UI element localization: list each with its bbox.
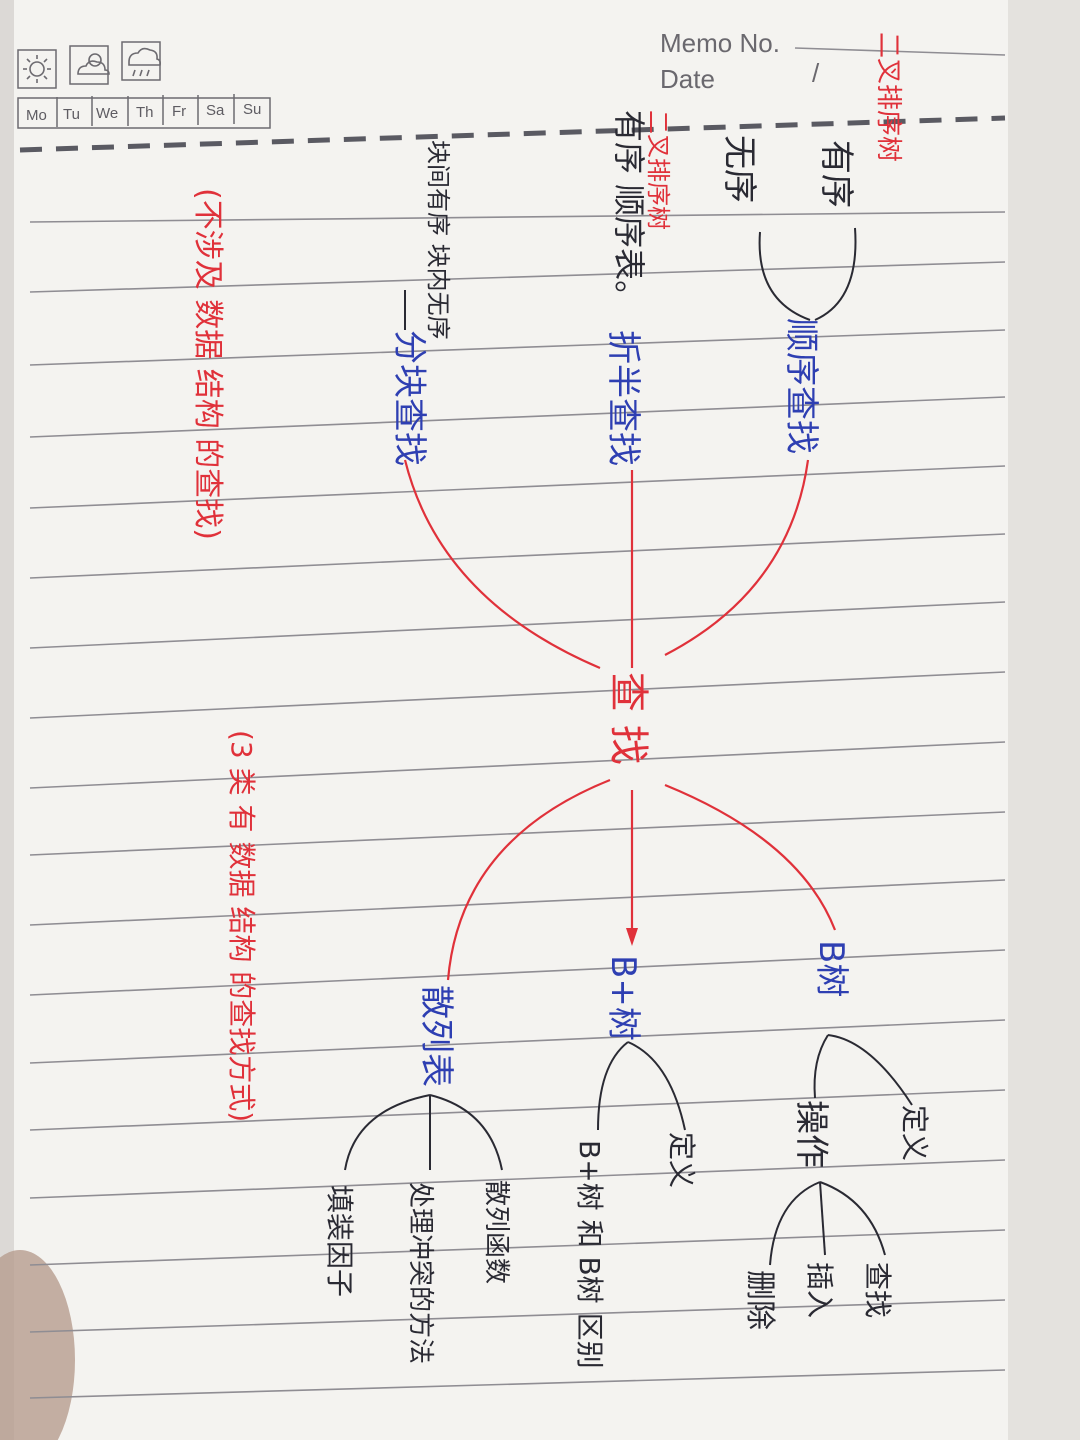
weekday-mo: Mo xyxy=(26,107,47,124)
seq-item-unordered: 无序 xyxy=(719,135,759,203)
btree-node: B树 xyxy=(811,940,851,997)
date-label: Date xyxy=(660,64,715,94)
arrow-head xyxy=(626,928,638,946)
weekday-row: Mo Tu We Th Fr Sa Su xyxy=(17,94,271,129)
btree-definition: 定义 xyxy=(898,1105,931,1161)
page-edge xyxy=(1008,0,1080,1440)
weekday-we: We xyxy=(96,105,118,122)
paper xyxy=(14,0,1080,1440)
date-separator: / xyxy=(812,58,820,88)
load-factor: 填装因子 xyxy=(323,1185,356,1297)
btree-op-insert: 插入 xyxy=(803,1262,836,1318)
rain-cloud-icon xyxy=(128,47,161,77)
right-note: (3 类 有 数据 结构 的查找方式) xyxy=(225,730,258,1122)
weekday-th: Th xyxy=(136,104,154,121)
memo-label: Memo No. xyxy=(660,28,780,58)
btree-op-search: 查找 xyxy=(861,1262,894,1318)
weekday-sa: Sa xyxy=(206,102,225,119)
bplus-definition: 定义 xyxy=(665,1132,698,1188)
block-item: 块间有序 块内无序 xyxy=(424,140,452,340)
partly-cloudy-icon xyxy=(77,53,110,75)
center-node: 查 找 xyxy=(605,672,651,765)
header-divider xyxy=(19,115,1006,153)
hash-function: 散列函数 xyxy=(481,1180,511,1284)
bst-note: 二叉排序树 xyxy=(873,32,903,162)
thumb xyxy=(0,1250,75,1440)
bplus-vs-btree: B+树 和 B树 区别 xyxy=(573,1140,606,1369)
bplus-node: B+树 xyxy=(603,955,643,1041)
weekday-su: Su xyxy=(243,101,261,118)
bst-note-2: 二叉排序树 xyxy=(644,110,672,230)
red-connectors xyxy=(403,459,837,981)
black-connectors xyxy=(344,227,913,1266)
seq-search-node: 顺序查找 xyxy=(781,318,821,454)
bin-item: 有序 顺序表。 xyxy=(610,110,648,312)
memo-line xyxy=(794,47,1006,56)
collision-handling: 处理冲突的方法 xyxy=(405,1182,435,1364)
seq-item-ordered: 有序 xyxy=(816,140,856,208)
mind-map: 查 找 二叉排序树 二叉排序树 有序 无序 顺序查找 有序 顺序表。 折半查找 … xyxy=(190,32,931,1369)
btree-op-delete: 删除 xyxy=(742,1270,777,1330)
block-search-node: 分块查找 xyxy=(389,330,429,466)
left-note: (不涉及 数据 结构 的查找) xyxy=(190,188,225,540)
ruled-lines xyxy=(29,211,1006,1399)
bin-search-node: 折半查找 xyxy=(603,330,643,466)
btree-operations: 操作 xyxy=(791,1100,831,1168)
hash-table-node: 散列表 xyxy=(416,985,456,1087)
sun-icon xyxy=(23,55,51,83)
weekday-tu: Tu xyxy=(63,106,80,123)
weekday-fr: Fr xyxy=(172,103,186,120)
